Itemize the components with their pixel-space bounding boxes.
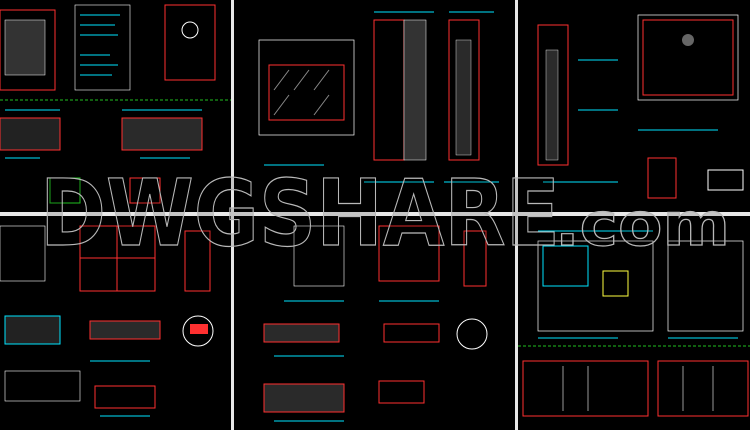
drawing-top-right <box>537 14 744 199</box>
drawing-bottom-right <box>518 230 750 417</box>
sheet-top-right <box>518 0 750 212</box>
sheet-bottom-left <box>0 216 231 430</box>
drawing-bottom-center <box>263 225 488 422</box>
drawing-top-left <box>0 4 231 204</box>
sheet-bottom-right <box>518 216 750 430</box>
drawing-bottom-left <box>0 225 214 417</box>
sheet-bottom-center <box>234 216 515 430</box>
sheet-top-center <box>234 0 515 212</box>
drawing-top-center <box>258 11 499 183</box>
sheet-top-left <box>0 0 231 212</box>
